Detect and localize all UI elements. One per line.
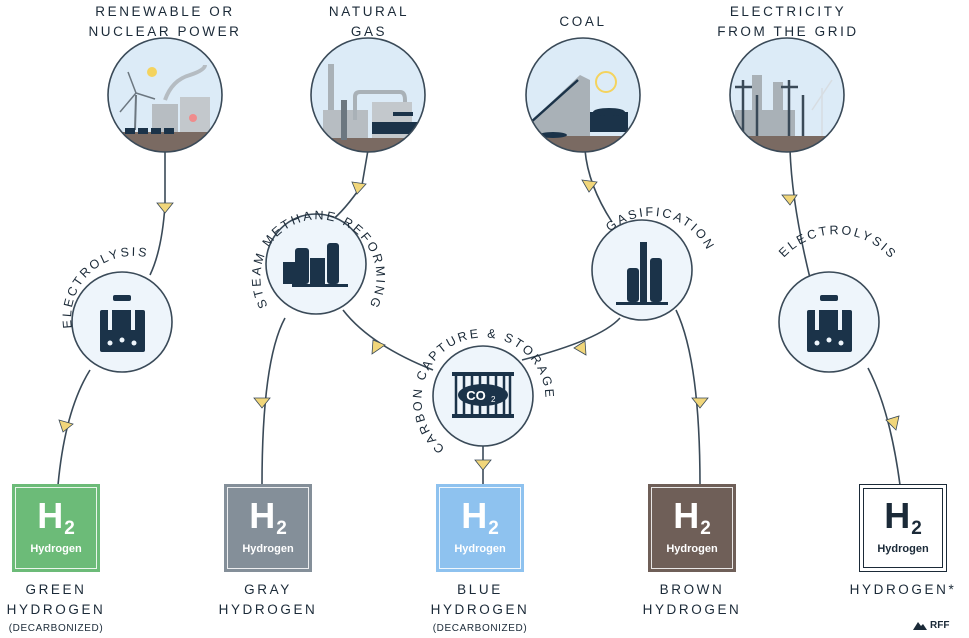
electrolyzer-icon <box>100 295 145 352</box>
label-line: COAL <box>559 14 607 29</box>
source-natural-gas-illustration <box>310 37 426 153</box>
output-label-brown: BROWN HYDROGEN <box>592 580 792 620</box>
source-label-renewable: RENEWABLE OR NUCLEAR POWER <box>65 2 265 42</box>
h2-name: Hydrogen <box>666 542 718 555</box>
h2-name: Hydrogen <box>30 542 82 555</box>
gasifier-icon <box>616 242 668 305</box>
h2-name: Hydrogen <box>454 542 506 555</box>
arrow-icon <box>253 397 271 409</box>
output-label-blue: BLUE HYDROGEN (DECARBONIZED) <box>380 580 580 638</box>
h2-name: Hydrogen <box>242 542 294 555</box>
source-label-grid: ELECTRICITY FROM THE GRID <box>688 2 888 42</box>
line-gasification-ccs <box>521 317 621 361</box>
arrow-icon <box>691 397 709 409</box>
co2-subscript: 2 <box>491 395 496 404</box>
label-line: NATURAL <box>328 4 410 19</box>
label-line: HYDROGEN* <box>849 582 957 597</box>
output-label-generic: HYDROGEN* <box>803 580 969 600</box>
label-line: HYDROGEN <box>642 602 742 617</box>
label-line: GREEN <box>25 582 87 597</box>
label-line: FROM THE GRID <box>717 24 859 39</box>
arrow-icon <box>885 415 900 431</box>
label-line: RENEWABLE OR <box>95 4 235 19</box>
h2-box-gray: H2 Hydrogen <box>224 484 312 572</box>
source-label-natural-gas: NATURAL GAS <box>269 2 469 42</box>
output-label-green: GREEN HYDROGEN (DECARBONIZED) <box>0 580 156 638</box>
label-line: HYDROGEN <box>6 602 106 617</box>
label-line: BROWN <box>659 582 725 597</box>
gasification-node: GASIFICATION <box>591 205 715 321</box>
arrows <box>58 179 900 471</box>
h2-name: Hydrogen <box>877 542 929 555</box>
h2-symbol: H2 <box>461 494 499 539</box>
line-smr-ccs <box>342 309 434 371</box>
arrow-icon <box>573 340 587 356</box>
logo-text: RFF <box>930 620 950 631</box>
h2-box-brown: H2 Hydrogen <box>648 484 736 572</box>
label-line: HYDROGEN <box>218 602 318 617</box>
co2-text: CO <box>466 388 486 403</box>
arrow-icon <box>58 419 74 433</box>
source-grid-illustration <box>729 37 845 153</box>
line-smr-gray <box>261 317 286 486</box>
smr-node: STEAM METHANE REFORMING <box>249 208 385 315</box>
arrow-icon <box>156 202 174 214</box>
label-note: (DECARBONIZED) <box>432 623 528 634</box>
rff-logo: RFF <box>913 620 949 631</box>
arrow-icon <box>581 179 598 193</box>
wheel-icon <box>595 71 617 93</box>
label-line: NUCLEAR POWER <box>88 24 242 39</box>
output-label-gray: GRAY HYDROGEN <box>168 580 368 620</box>
electrolysis-right-node: ELECTROLYSIS <box>776 223 900 373</box>
electrolysis-left-node: ELECTROLYSIS <box>60 245 173 373</box>
h2-symbol: H2 <box>673 494 711 539</box>
label-note: (DECARBONIZED) <box>8 623 104 634</box>
arrow-icon <box>474 459 492 471</box>
label-line: GRAY <box>244 582 292 597</box>
co2-cage-icon: CO 2 <box>452 372 514 418</box>
h2-box-generic: H2 Hydrogen <box>859 484 947 572</box>
h2-symbol: H2 <box>249 494 287 539</box>
label-line: HYDROGEN <box>430 602 530 617</box>
source-label-coal: COAL <box>483 12 683 32</box>
arrow-icon <box>371 339 386 355</box>
label-line: ELECTRICITY <box>729 4 847 19</box>
h2-symbol: H2 <box>37 494 75 539</box>
ccs-node: CO 2 CARBON CAPTURE & STORAGE <box>410 326 554 456</box>
line-electrolysis-green <box>57 369 91 486</box>
label-line: GAS <box>350 24 388 39</box>
refinery-icon <box>283 243 348 287</box>
source-renewable-illustration <box>107 37 223 153</box>
radiation-icon <box>189 114 197 122</box>
line-renewable-electrolysis <box>149 150 166 276</box>
line-grid-electrolysis <box>789 149 811 279</box>
arrow-icon <box>781 194 798 206</box>
h2-symbol: H2 <box>884 494 922 539</box>
h2-box-blue: H2 Hydrogen <box>436 484 524 572</box>
mountain-icon <box>913 622 927 630</box>
electrolysis-right-label: ELECTROLYSIS <box>776 223 900 262</box>
line-gasification-brown <box>675 309 701 486</box>
source-coal-illustration <box>525 37 641 153</box>
sun-icon <box>147 67 157 77</box>
label-line: BLUE <box>457 582 503 597</box>
arrow-icon <box>351 181 367 195</box>
line-electrolysis-generic <box>867 367 901 486</box>
electrolyzer-icon <box>807 295 852 352</box>
h2-box-green: H2 Hydrogen <box>12 484 100 572</box>
